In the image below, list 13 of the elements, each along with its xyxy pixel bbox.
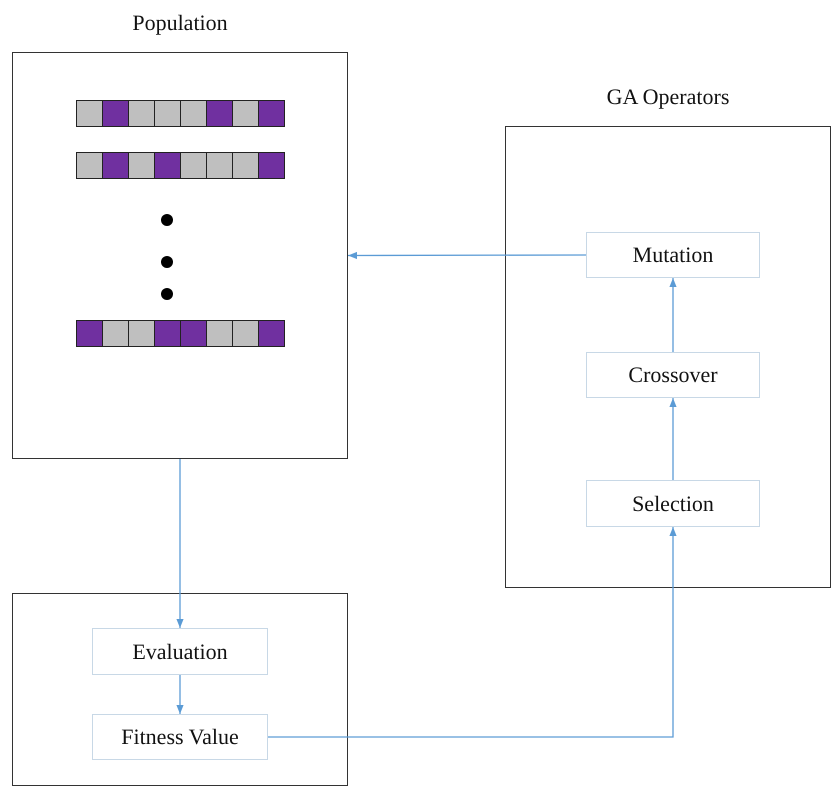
group-title: GA Operators [606, 84, 730, 109]
process-box: Crossover [586, 352, 760, 398]
arrow [669, 398, 677, 480]
arrow [669, 278, 677, 352]
arrow [176, 459, 184, 628]
arrow [268, 527, 677, 738]
arrow [348, 252, 586, 260]
process-box: Selection [586, 480, 760, 527]
process-box: Fitness Value [92, 714, 268, 760]
arrow [176, 675, 184, 714]
group-title: Population [132, 10, 228, 35]
process-box: Mutation [586, 232, 760, 278]
process-box: Evaluation [92, 628, 268, 675]
